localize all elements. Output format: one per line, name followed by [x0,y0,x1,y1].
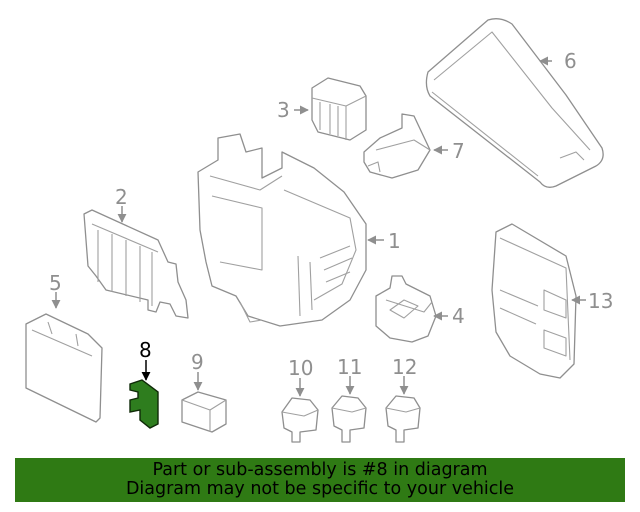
part-10-relay [281,397,319,443]
part-13-module [491,223,577,379]
leader-lines [51,56,586,397]
callout-4: 4 [452,304,465,328]
callout-7: 7 [452,139,465,163]
callout-1: 1 [388,229,401,253]
part-6-cover [425,18,604,188]
callout-6: 6 [564,49,577,73]
callout-11: 11 [337,355,362,379]
callout-3: 3 [277,98,290,122]
part-2-frame [83,209,189,319]
banner-line-part: Part or sub-assembly is #8 in diagram [152,460,488,480]
part-1-housing [197,133,367,327]
part-8-highlighted [129,379,159,429]
callout-8: 8 [139,338,152,362]
part-9-fuse [181,391,227,433]
part-4-connector [375,275,437,343]
callout-5: 5 [49,271,62,295]
callout-9: 9 [191,350,204,374]
part-3-block [311,77,367,141]
callout-10: 10 [288,356,313,380]
banner-line-disclaimer: Diagram may not be specific to your vehi… [125,479,515,499]
part-5-plate [25,313,103,423]
callout-13: 13 [588,289,613,313]
callout-12: 12 [392,355,417,379]
callout-2: 2 [115,185,128,209]
part-7-bracket [363,113,431,179]
part-12-relay [385,395,421,443]
info-banner: Part or sub-assembly is #8 in diagram Di… [15,458,625,502]
part-11-relay [331,395,367,443]
